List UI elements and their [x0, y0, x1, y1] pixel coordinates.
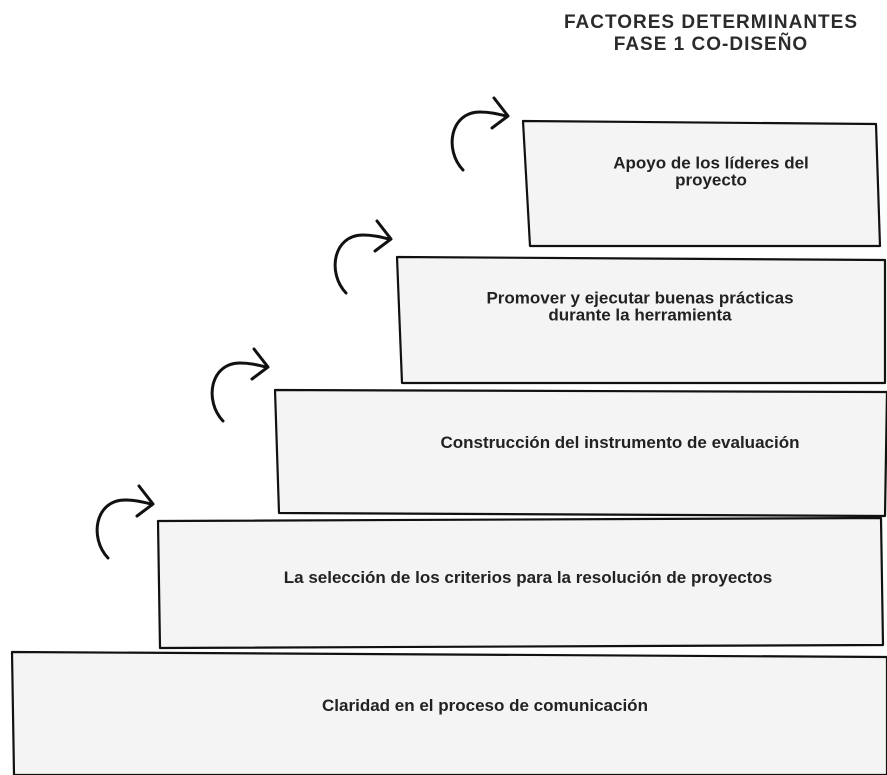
step-box-4: [395, 255, 887, 385]
step-box-3: [273, 388, 887, 518]
step-2-label-line-1: La selección de los criterios para la re…: [284, 568, 772, 587]
step-5-label-line-2: proyecto: [675, 171, 747, 190]
step-4-label-line-2: durante la herramienta: [548, 306, 732, 325]
title-line-1: FACTORES DETERMINANTES: [563, 12, 858, 33]
step-box-5: [521, 119, 882, 248]
curved-arrow-icon: [95, 484, 155, 560]
step-box-1: [10, 650, 887, 775]
step-1-label-line-1: Claridad en el proceso de comunicación: [322, 696, 648, 715]
step-box-2: [156, 516, 885, 650]
step-4-label-line-1: Promover y ejecutar buenas prácticas: [486, 289, 793, 308]
curved-arrow-icon: [333, 219, 393, 295]
curved-arrow-icon: [210, 347, 270, 423]
diagram-title: FACTORES DETERMINANTES FASE 1 CO-DISEÑO: [541, 12, 881, 56]
title-line-2: FASE 1 CO-DISEÑO: [613, 34, 809, 55]
step-5-label-line-1: Apoyo de los líderes del: [613, 154, 809, 173]
step-3-label-line-1: Construcción del instrumento de evaluaci…: [441, 433, 800, 452]
curved-arrow-icon: [450, 96, 510, 172]
